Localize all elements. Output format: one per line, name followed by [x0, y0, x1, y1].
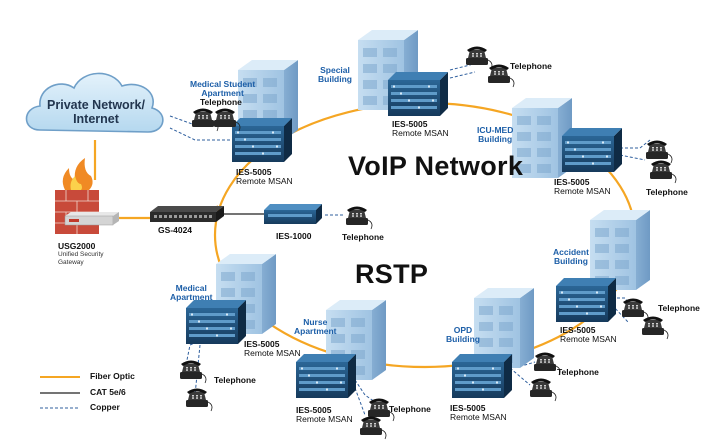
ies1000-device — [264, 204, 322, 224]
phone-icon — [359, 416, 387, 440]
phone-label: Telephone — [214, 375, 256, 385]
msan-opd — [452, 354, 512, 398]
building-name-line1: OPD — [453, 325, 473, 335]
building-name-line2: Apartment — [201, 87, 244, 98]
phone-icon — [649, 160, 677, 184]
msan-label: IES-5005 Remote MSAN — [392, 119, 449, 139]
cloud-label-line1: Private Network/ — [47, 98, 145, 112]
msan-desc: Remote MSAN — [244, 348, 301, 359]
phone-icon — [465, 46, 493, 70]
phone-icon — [185, 388, 213, 412]
msan-model: IES-5005 — [392, 119, 428, 129]
msan-label: IES-5005 Remote MSAN — [450, 403, 507, 423]
phone-label: Telephone — [389, 404, 431, 414]
gateway-model: USG2000 — [58, 241, 96, 251]
legend-fiber-label: Fiber Optic — [90, 371, 135, 381]
building-name-line2: Apartment — [170, 291, 213, 302]
msan-nurse — [296, 354, 356, 398]
msan-special — [388, 72, 448, 116]
msan-label: IES-5005 Remote MSAN — [244, 339, 301, 359]
legend-cat-label: CAT 5e/6 — [90, 387, 126, 397]
phone-label: Telephone — [200, 97, 242, 107]
gateway-desc2: Gateway — [58, 258, 84, 266]
phone-label: Telephone — [510, 61, 552, 71]
legend-copper-label: Copper — [90, 402, 120, 412]
msan-model: IES-5005 — [296, 405, 332, 415]
cloud-label: Private Network/ Internet — [42, 98, 150, 127]
copper-lines — [169, 59, 651, 416]
ies1000-label: IES-1000 — [276, 231, 312, 241]
gs4024-switch — [150, 206, 224, 222]
msan-model: IES-5005 — [236, 167, 272, 177]
usg2000-gateway — [55, 158, 119, 234]
building-name-line1: Nurse — [303, 317, 328, 327]
msan-accident — [556, 278, 616, 322]
gateway-desc1: Unified Security — [58, 251, 104, 259]
building-name: ICU-MED Building — [477, 126, 513, 144]
phone-icon — [645, 140, 673, 164]
ies1000-phone-label: Telephone — [342, 232, 384, 242]
building-name-line2: Building — [318, 73, 352, 84]
msan-medical-student — [232, 118, 292, 162]
building-name-line1: Special — [320, 65, 350, 75]
building-name: Medical Student Apartment — [190, 80, 255, 98]
msan-model: IES-5005 — [244, 339, 280, 349]
building-name-line2: Building — [553, 255, 588, 266]
msan-label: IES-5005 Remote MSAN — [560, 325, 617, 345]
ring-label: RSTP — [355, 259, 429, 289]
building-name: OPD Building — [446, 326, 480, 344]
msan-model: IES-5005 — [560, 325, 596, 335]
msan-icu-med — [562, 128, 622, 172]
phone-icon — [641, 316, 669, 340]
phone-icon — [529, 378, 557, 402]
private-network-cloud — [25, 72, 164, 133]
msan-desc: Remote MSAN — [560, 334, 617, 345]
diagram-title: VoIP Network — [348, 151, 524, 181]
msan-label: IES-5005 Remote MSAN — [236, 167, 293, 187]
building-name: Medical Apartment — [170, 284, 213, 302]
msan-desc: Remote MSAN — [450, 412, 507, 423]
building-name: Accident Building — [553, 248, 589, 266]
building-name: Nurse Apartment — [294, 318, 337, 336]
phone-icon — [621, 298, 649, 322]
building-name-line1: Medical Student — [190, 79, 256, 89]
msan-desc: Remote MSAN — [554, 186, 611, 197]
building-name-line1: Medical — [175, 283, 207, 293]
msan-desc: Remote MSAN — [296, 414, 353, 425]
ies1000-phone-icon — [345, 206, 373, 230]
msan-desc: Remote MSAN — [392, 128, 449, 139]
building-name-line1: ICU-MED — [477, 125, 514, 135]
msan-model: IES-5005 — [554, 177, 590, 187]
msan-label: IES-5005 Remote MSAN — [296, 405, 353, 425]
msan-label: IES-5005 Remote MSAN — [554, 177, 611, 197]
building-name-line2: Apartment — [294, 325, 337, 336]
phone-label: Telephone — [557, 367, 599, 377]
phone-label: Telephone — [646, 187, 688, 197]
building-name-line2: Building — [478, 133, 513, 144]
phone-icon — [179, 360, 207, 384]
building-name: Special Building — [318, 66, 352, 84]
msan-medical — [186, 300, 246, 344]
msan-model: IES-5005 — [450, 403, 486, 413]
building-name-line1: Accident — [553, 247, 589, 257]
gs4024-label: GS-4024 — [158, 225, 193, 235]
cloud-label-line2: Internet — [73, 112, 119, 127]
building-name-line2: Building — [446, 333, 480, 344]
phone-icon — [191, 108, 219, 132]
msan-desc: Remote MSAN — [236, 176, 293, 187]
gateway-label: USG2000 Unified Security Gateway — [58, 241, 104, 266]
phone-label: Telephone — [658, 303, 700, 313]
